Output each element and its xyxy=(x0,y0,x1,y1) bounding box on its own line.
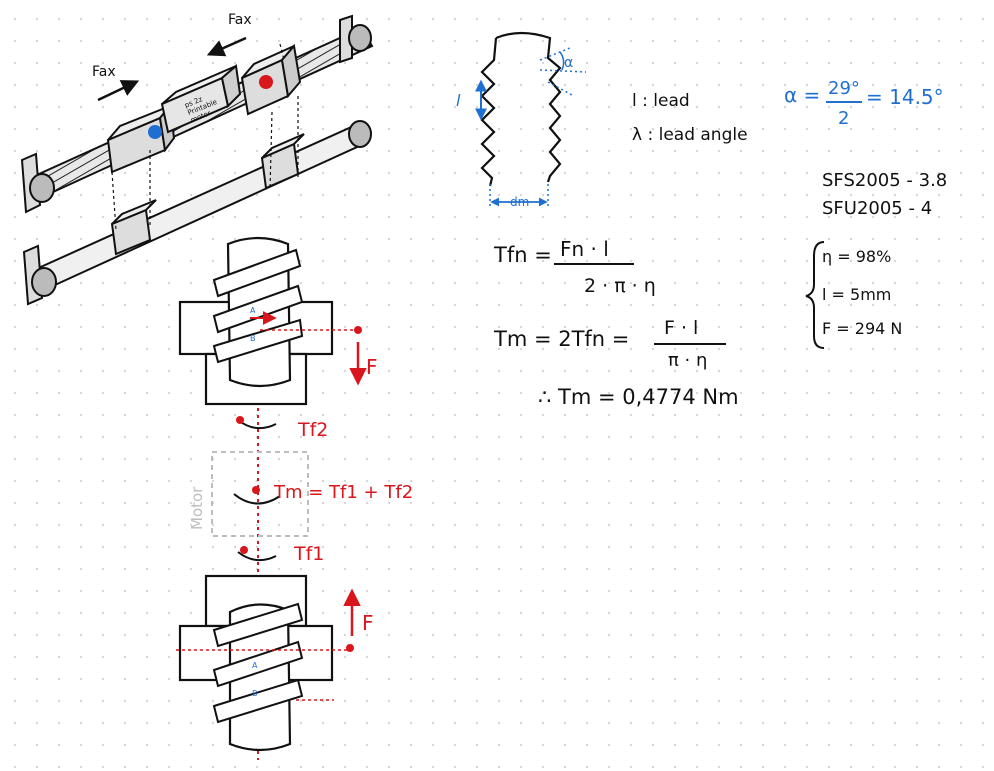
lower-point-a: A xyxy=(252,661,258,670)
projection-lines xyxy=(111,43,299,231)
force-top-label: F xyxy=(366,355,378,379)
alpha-equation: α = 29° 2 = 14.5° xyxy=(784,78,944,129)
force-label-left: Fax xyxy=(92,64,116,80)
upper-nut: A B F xyxy=(178,236,378,406)
force-arrow-left: Fax xyxy=(92,64,140,102)
motor-label: Motor xyxy=(188,486,206,530)
eq1-lhs: Tfn = xyxy=(493,243,552,267)
force-arrow-right: Fax xyxy=(206,12,252,57)
slider-block-right xyxy=(260,133,305,190)
red-marker xyxy=(259,75,273,89)
force-bottom-label: F xyxy=(362,611,374,635)
eq2-denominator: π · η xyxy=(668,350,707,371)
lower-point-b: B xyxy=(252,689,258,698)
mean-diameter-label: dm xyxy=(510,195,529,209)
param-lead: l = 5mm xyxy=(822,285,891,304)
result: ∴ Tm = 0,4774 Nm xyxy=(538,385,739,409)
lower-nut: A B F xyxy=(176,574,374,752)
angle-symbol: α xyxy=(564,55,573,71)
param-force: F = 294 N xyxy=(822,319,902,338)
tf1-label: Tf1 xyxy=(293,543,324,565)
eq1-numerator: Fn · l xyxy=(560,237,609,261)
parameters: η = 98% l = 5mm F = 294 N xyxy=(805,241,902,349)
motor-equation: Tm = Tf1 + Tf2 xyxy=(273,482,413,503)
tf2-label: Tf2 xyxy=(297,419,328,441)
eq2-lhs: Tm = 2Tfn = xyxy=(493,327,629,351)
equation-1: Tfn = Fn · l 2 · π · η xyxy=(493,237,656,297)
thread-profile: l dm α xyxy=(456,31,587,209)
eq1-denominator: 2 · π · η xyxy=(584,275,656,297)
torque-tf1: Tf1 xyxy=(237,543,324,565)
lead-symbol: l xyxy=(456,91,461,110)
ballscrew-assembly: ps 2zPrintablemotor xyxy=(20,12,374,306)
ballnut-right xyxy=(240,43,302,116)
param-efficiency: η = 98% xyxy=(822,247,891,266)
definitions: l : lead λ : lead angle xyxy=(632,91,748,145)
ballnut-left xyxy=(106,103,176,174)
model-1: SFS2005 - 3.8 xyxy=(822,170,947,191)
motor-box: Motor Tm = Tf1 + Tf2 xyxy=(188,451,413,537)
model-2: SFU2005 - 4 xyxy=(822,198,932,219)
lead-angle-definition: λ : lead angle xyxy=(632,125,748,145)
blue-marker xyxy=(148,125,162,139)
lead-definition: l : lead xyxy=(632,91,690,111)
alpha-lhs: α = xyxy=(784,83,820,107)
end-bracket-right xyxy=(339,14,372,64)
force-label-right: Fax xyxy=(228,12,252,28)
model-list: SFS2005 - 3.8 SFU2005 - 4 xyxy=(822,170,947,219)
free-body-diagram: A B F Tf2 Motor Tm = Tf1 + Tf2 Tf1 xyxy=(176,236,413,760)
alpha-numerator: 29° xyxy=(828,78,860,99)
equation-2: Tm = 2Tfn = F · l π · η xyxy=(493,317,726,371)
end-bracket-left xyxy=(20,152,55,214)
eq2-numerator: F · l xyxy=(664,317,698,339)
torque-tf2: Tf2 xyxy=(236,416,328,441)
guide-rod xyxy=(22,120,372,306)
upper-point-b: B xyxy=(250,334,256,343)
slider-block-left xyxy=(110,199,157,256)
alpha-rhs: = 14.5° xyxy=(866,85,944,109)
motor-block: ps 2zPrintablemotor xyxy=(160,64,242,134)
alpha-denominator: 2 xyxy=(838,108,849,129)
upper-point-a: A xyxy=(250,306,256,315)
